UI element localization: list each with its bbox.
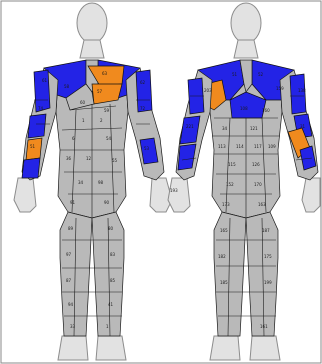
back-label: 221 xyxy=(186,124,194,129)
front-label: 61 xyxy=(42,78,48,83)
front-label: 41 xyxy=(108,302,114,307)
back-label: 113 xyxy=(218,144,226,149)
back-label: 114 xyxy=(236,144,244,149)
back-label: 159 xyxy=(276,86,284,91)
front-label: 51 xyxy=(30,144,36,149)
front-head xyxy=(77,3,107,43)
front-label: 89 xyxy=(68,226,74,231)
front-label: 85 xyxy=(110,278,116,283)
front-label: 60 xyxy=(80,100,86,105)
front-label: 98 xyxy=(98,180,104,185)
back-label: 185 xyxy=(220,280,228,285)
front-right-foot xyxy=(58,336,88,360)
back-label: 199 xyxy=(264,280,272,285)
front-label: 87 xyxy=(66,278,72,283)
back-label: 173 xyxy=(222,202,230,207)
front-body-view: 63 57 58 61 62 60 59 74 72 1 2 6 54 51 5… xyxy=(14,3,172,360)
back-right-foot xyxy=(250,336,280,360)
back-label: 121 xyxy=(250,126,258,131)
front-label: 34 xyxy=(78,180,84,185)
front-left-foot xyxy=(96,336,126,360)
front-label: 54 xyxy=(106,136,112,141)
front-label: 53 xyxy=(144,146,150,151)
back-label: 152 xyxy=(226,182,234,187)
back-right-upper-arm-selected[interactable] xyxy=(290,74,306,114)
front-label: 91 xyxy=(70,200,76,205)
back-label: 109 xyxy=(268,144,276,149)
front-label: 90 xyxy=(104,200,110,205)
front-right-hand xyxy=(14,178,36,212)
back-label: 160 xyxy=(262,108,270,113)
back-label: 117 xyxy=(254,144,262,149)
back-label: 193 xyxy=(170,188,178,193)
front-neck xyxy=(80,40,104,58)
back-label: 163 xyxy=(258,202,266,207)
back-label: 203 xyxy=(204,88,212,93)
front-label: 74 xyxy=(38,106,44,111)
front-label: 58 xyxy=(64,84,70,89)
back-label: 187 xyxy=(262,228,270,233)
front-zone-lines xyxy=(34,100,150,336)
back-label: 170 xyxy=(254,182,262,187)
front-label: 36 xyxy=(66,156,72,161)
back-left-hand xyxy=(168,178,190,212)
back-label: 108 xyxy=(240,106,248,111)
front-right-forearm-highlight[interactable] xyxy=(26,138,42,160)
front-right-elbow-selected[interactable] xyxy=(28,114,46,138)
back-body-view: 51 52 203 159 138 108 160 221 31 34 121 … xyxy=(168,3,320,360)
back-label: 34 xyxy=(222,126,228,131)
back-head xyxy=(231,3,261,43)
front-label: 83 xyxy=(110,252,116,257)
back-label: 31 xyxy=(300,124,306,129)
front-label: 59 xyxy=(104,108,110,113)
front-label: 57 xyxy=(97,89,103,94)
back-label: 52 xyxy=(258,72,264,77)
front-label: 94 xyxy=(68,302,74,307)
back-label: 182 xyxy=(218,254,226,259)
front-label: 80 xyxy=(108,226,114,231)
back-right-hand xyxy=(302,178,320,212)
back-neck xyxy=(234,40,258,58)
front-label: 72 xyxy=(140,106,146,111)
back-label: 175 xyxy=(264,254,272,259)
back-label: 138 xyxy=(298,88,306,93)
front-label: 63 xyxy=(102,71,108,76)
front-right-wrist-selected[interactable] xyxy=(22,158,40,178)
back-label: 161 xyxy=(260,324,268,329)
back-left-foot xyxy=(210,336,240,360)
back-label: 126 xyxy=(252,162,260,167)
back-label: 115 xyxy=(228,162,236,167)
back-label: 165 xyxy=(220,228,228,233)
front-label: 55 xyxy=(112,158,118,163)
front-label: 97 xyxy=(66,252,72,257)
front-label: 12 xyxy=(86,156,92,161)
front-label: 33 xyxy=(70,324,76,329)
front-label: 62 xyxy=(140,80,146,85)
back-label: 51 xyxy=(232,72,238,77)
